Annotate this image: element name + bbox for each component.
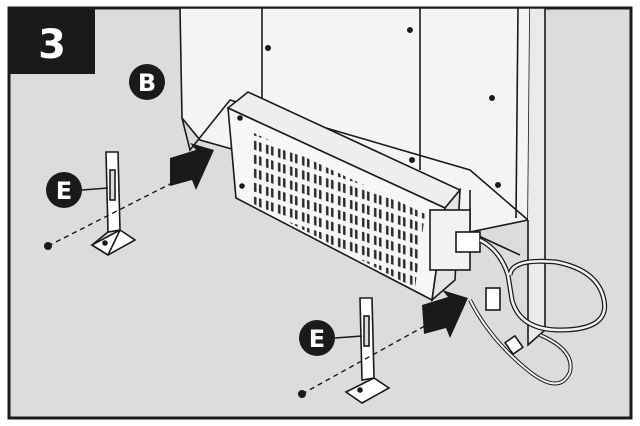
bracket-right [344, 297, 391, 404]
screw-point-left [44, 242, 52, 250]
step-number: 3 [38, 22, 66, 68]
callout-e-right [299, 320, 335, 356]
arrow-right [422, 290, 468, 338]
step-badge [9, 8, 95, 74]
callout-e-left-label: E [56, 177, 72, 205]
callout-e-left [46, 172, 82, 208]
callout-b-label: B [138, 69, 156, 97]
screw-point-right [298, 390, 306, 398]
arrow-left [170, 143, 214, 190]
callout-e-right-label: E [309, 325, 325, 353]
cable-assembly [429, 209, 608, 386]
leader-right [334, 335, 363, 339]
callout-b [129, 64, 165, 100]
leader-left [81, 187, 109, 191]
bracket-left [90, 151, 137, 257]
alignment-guides [47, 179, 433, 395]
